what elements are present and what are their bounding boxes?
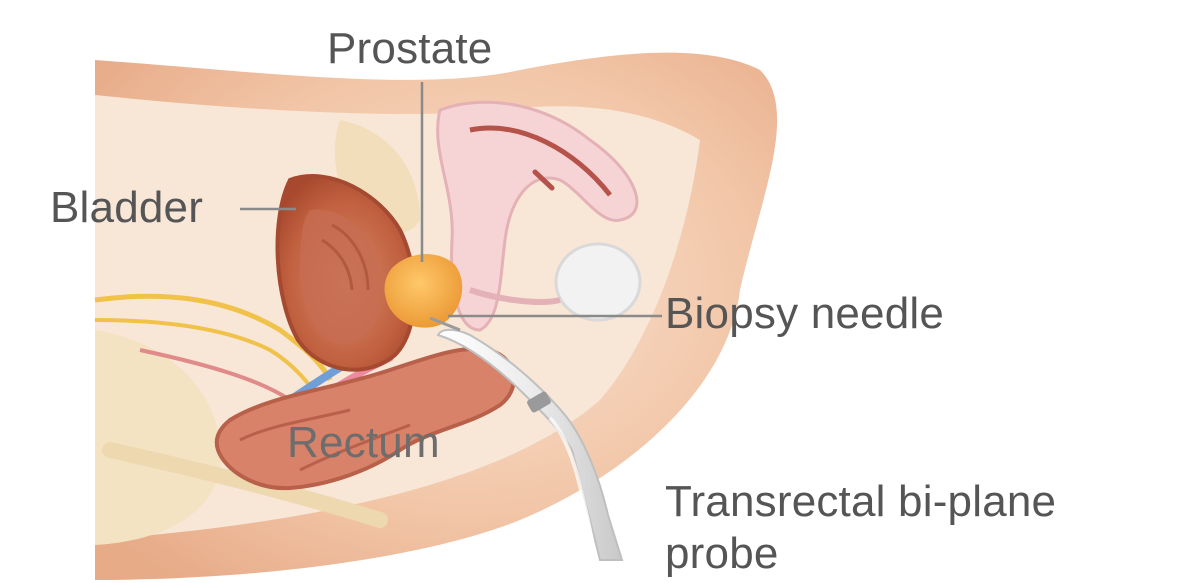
- label-prostate: Prostate: [327, 24, 492, 74]
- label-probe-line-1: Transrectal bi-plane: [665, 476, 1056, 528]
- label-rectum: Rectum: [287, 418, 440, 468]
- label-probe-line-2: probe: [665, 528, 1056, 580]
- label-transrectal-probe: Transrectal bi-plane probe: [665, 476, 1056, 580]
- label-bladder: Bladder: [50, 183, 203, 233]
- label-biopsy-needle: Biopsy needle: [665, 289, 944, 339]
